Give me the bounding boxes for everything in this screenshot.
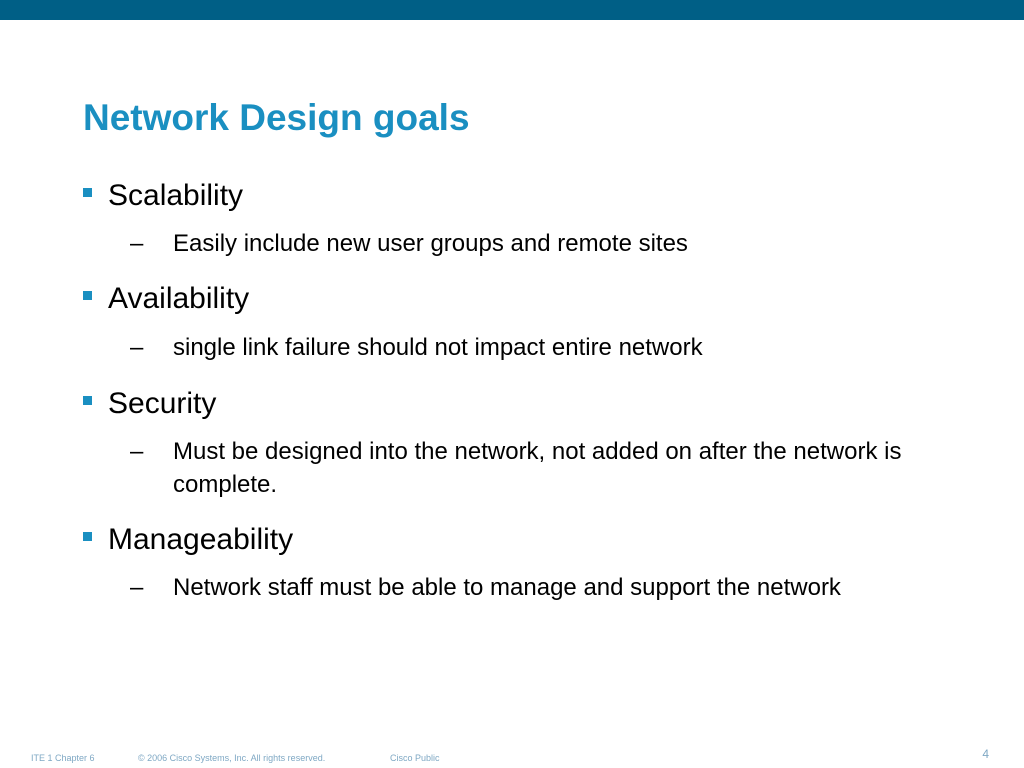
sub-bullet-label: Easily include new user groups and remot… bbox=[173, 230, 688, 257]
top-banner-bar bbox=[0, 0, 1024, 20]
sub-bullet-item: – single link failure should not impact … bbox=[130, 331, 910, 364]
footer-classification: Cisco Public bbox=[390, 753, 440, 763]
sub-bullet-item: – Network staff must be able to manage a… bbox=[130, 571, 910, 604]
sub-bullet-label: single link failure should not impact en… bbox=[173, 334, 703, 361]
sub-bullet-item: – Easily include new user groups and rem… bbox=[130, 227, 910, 260]
square-bullet-icon bbox=[83, 531, 92, 541]
bullet-item: Security bbox=[83, 386, 216, 422]
dash-bullet-icon: – bbox=[130, 438, 144, 465]
footer-chapter: ITE 1 Chapter 6 bbox=[31, 753, 95, 763]
sub-bullet-label: Must be designed into the network, not a… bbox=[173, 438, 902, 498]
bullet-label: Availability bbox=[108, 282, 250, 315]
page-number: 4 bbox=[982, 747, 989, 761]
sub-bullet-item: – Must be designed into the network, not… bbox=[130, 435, 910, 501]
bullet-label: Scalability bbox=[108, 179, 244, 212]
slide-title: Network Design goals bbox=[83, 97, 470, 138]
bullet-label: Security bbox=[108, 387, 217, 420]
square-bullet-icon bbox=[83, 187, 92, 197]
dash-bullet-icon: – bbox=[130, 574, 144, 601]
footer-copyright: © 2006 Cisco Systems, Inc. All rights re… bbox=[138, 753, 326, 763]
bullet-item: Availability bbox=[83, 281, 249, 317]
square-bullet-icon bbox=[83, 290, 92, 300]
dash-bullet-icon: – bbox=[130, 334, 144, 361]
bullet-item: Scalability bbox=[83, 178, 243, 214]
dash-bullet-icon: – bbox=[130, 230, 144, 257]
square-bullet-icon bbox=[83, 395, 92, 405]
bullet-item: Manageability bbox=[83, 522, 293, 558]
sub-bullet-label: Network staff must be able to manage and… bbox=[173, 574, 841, 601]
bullet-label: Manageability bbox=[108, 523, 294, 556]
